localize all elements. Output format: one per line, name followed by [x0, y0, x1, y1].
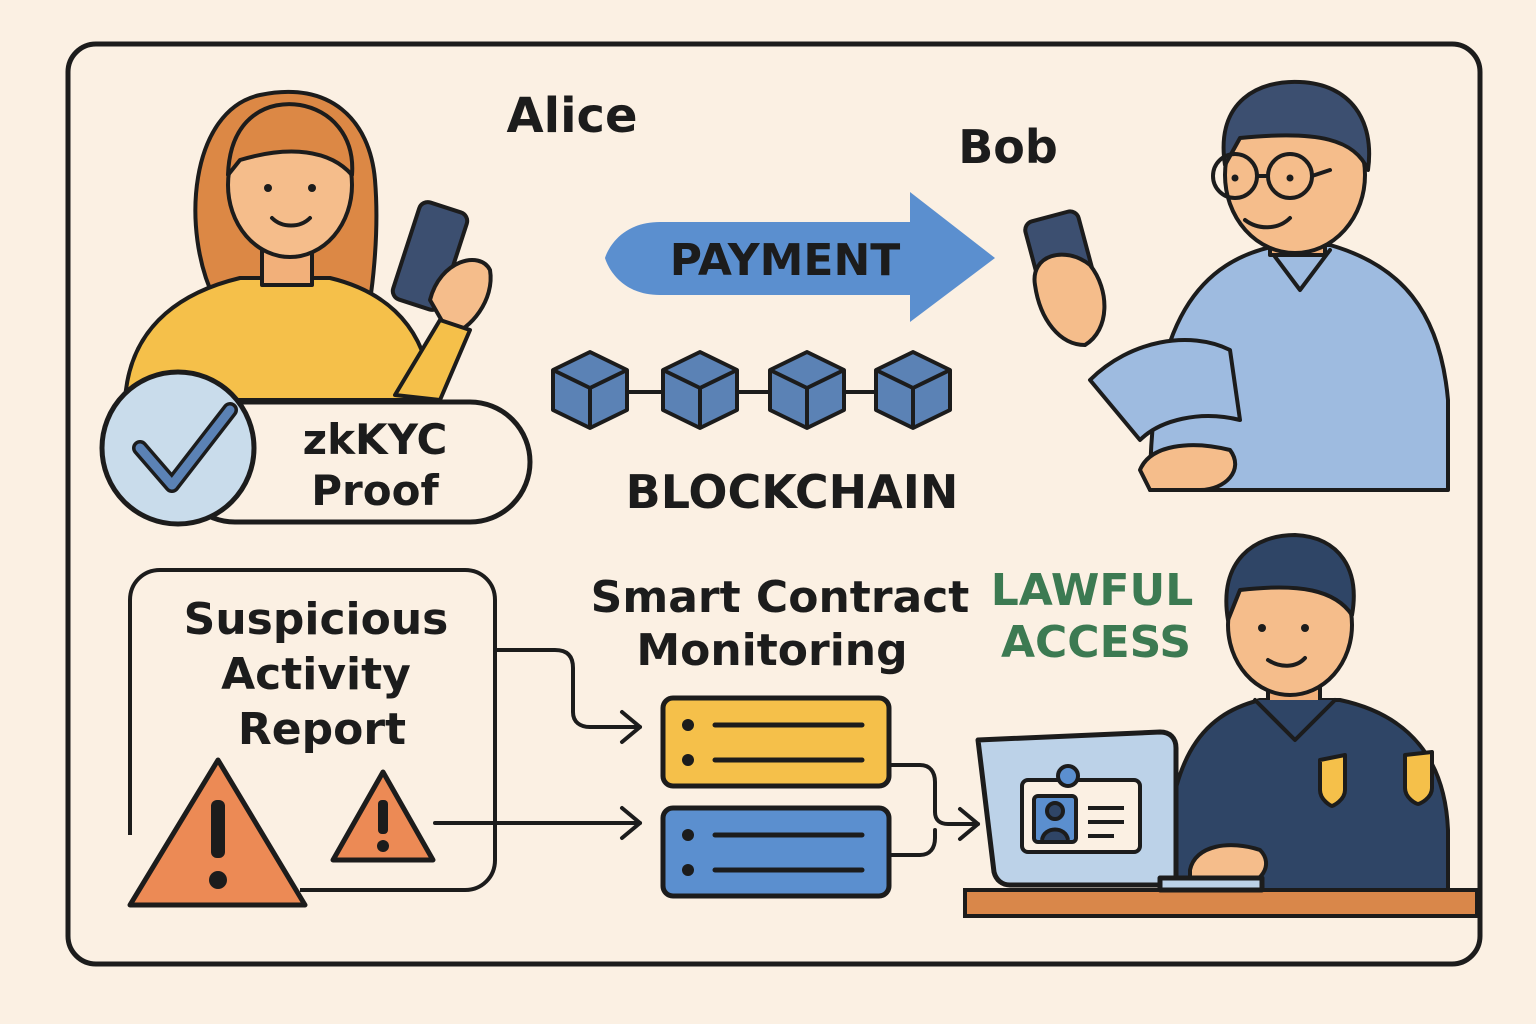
sar-label-line1: Suspicious: [184, 594, 449, 645]
zkkyc-label-line1: zkKYC: [303, 415, 448, 464]
lawful-label-line1: LAWFUL: [991, 565, 1193, 616]
server-icon: [663, 808, 889, 896]
check-circle: [102, 372, 254, 524]
blockchain-label: BLOCKCHAIN: [626, 465, 959, 519]
bob-label: Bob: [958, 120, 1058, 174]
badge-icon: [1405, 752, 1432, 804]
cube-icon: [553, 352, 627, 428]
cube-icon: [663, 352, 737, 428]
alice-label: Alice: [506, 88, 637, 144]
id-card-icon: [1022, 766, 1140, 852]
zkkyc-label-line2: Proof: [311, 466, 439, 515]
monitor-label-line2: Monitoring: [636, 625, 907, 676]
lawful-label-line2: ACCESS: [1001, 617, 1191, 668]
badge-icon: [1320, 755, 1345, 806]
payment-label: PAYMENT: [670, 235, 901, 286]
desk: [965, 890, 1477, 916]
monitor-label-line1: Smart Contract: [591, 572, 970, 623]
cube-icon: [770, 352, 844, 428]
server-icon: [663, 698, 889, 786]
sar-label-line3: Report: [238, 704, 406, 755]
sar-label-line2: Activity: [221, 649, 411, 700]
cube-icon: [876, 352, 950, 428]
